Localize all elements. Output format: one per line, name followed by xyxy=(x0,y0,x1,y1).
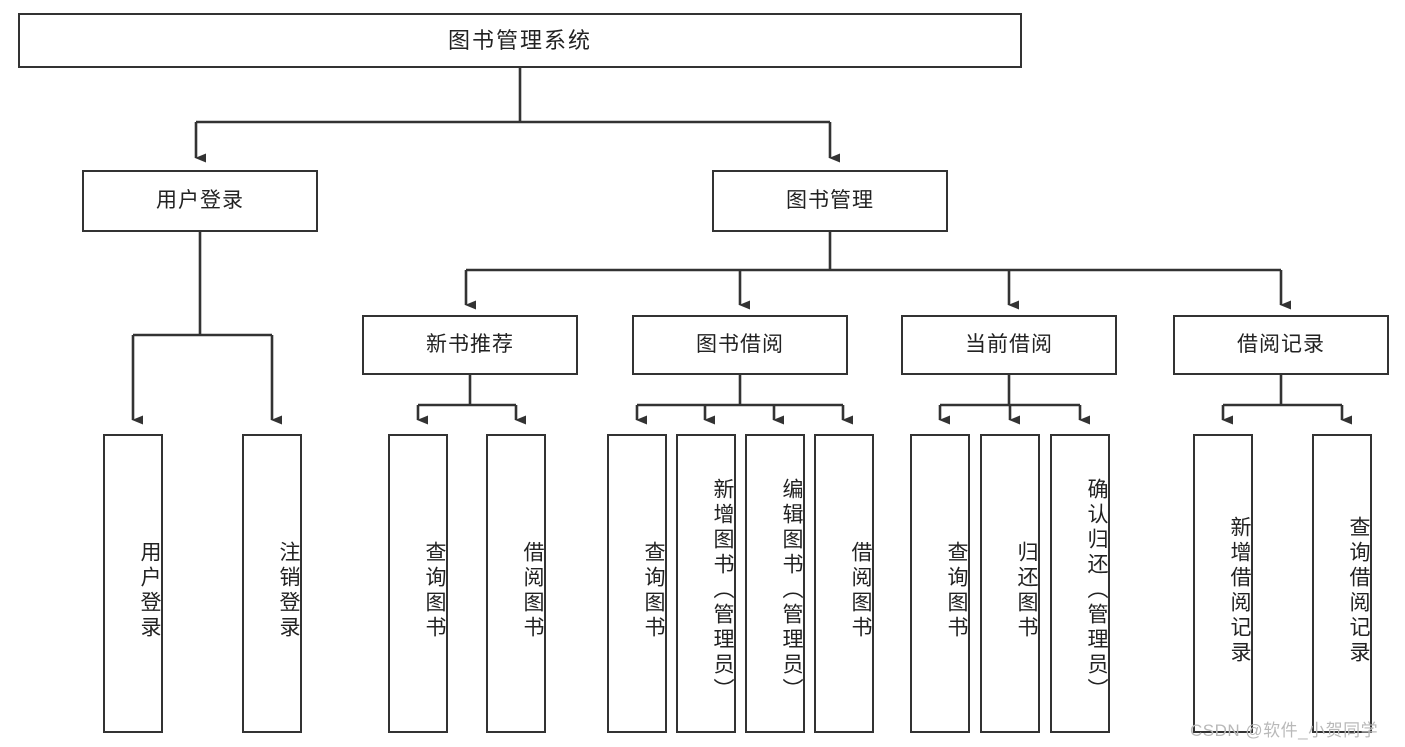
node-leaf-user-logout[interactable]: 注销登录 xyxy=(242,434,302,733)
csdn-watermark: CSDN @软件_小贺同学 xyxy=(1190,721,1379,740)
node-book-borrow[interactable]: 图书借阅 xyxy=(632,315,848,375)
node-leaf-query-record[interactable]: 查询借阅记录 xyxy=(1312,434,1372,733)
node-leaf-confirm-return[interactable]: 确认归还（管理员） xyxy=(1050,434,1110,733)
node-leaf-query-book-3[interactable]: 查询图书 xyxy=(910,434,970,733)
node-new-book-recommend[interactable]: 新书推荐 xyxy=(362,315,578,375)
node-leaf-add-record[interactable]: 新增借阅记录 xyxy=(1193,434,1253,733)
node-leaf-add-book[interactable]: 新增图书（管理员） xyxy=(676,434,736,733)
node-current-borrow[interactable]: 当前借阅 xyxy=(901,315,1117,375)
node-leaf-query-book-2[interactable]: 查询图书 xyxy=(607,434,667,733)
node-leaf-edit-book[interactable]: 编辑图书（管理员） xyxy=(745,434,805,733)
node-book-management[interactable]: 图书管理 xyxy=(712,170,948,232)
node-leaf-query-book-1[interactable]: 查询图书 xyxy=(388,434,448,733)
node-leaf-user-login[interactable]: 用户登录 xyxy=(103,434,163,733)
node-root-system[interactable]: 图书管理系统 xyxy=(18,13,1022,68)
node-borrow-record[interactable]: 借阅记录 xyxy=(1173,315,1389,375)
node-leaf-borrow-book-2[interactable]: 借阅图书 xyxy=(814,434,874,733)
node-leaf-borrow-book-1[interactable]: 借阅图书 xyxy=(486,434,546,733)
node-user-login[interactable]: 用户登录 xyxy=(82,170,318,232)
node-leaf-return-book[interactable]: 归还图书 xyxy=(980,434,1040,733)
